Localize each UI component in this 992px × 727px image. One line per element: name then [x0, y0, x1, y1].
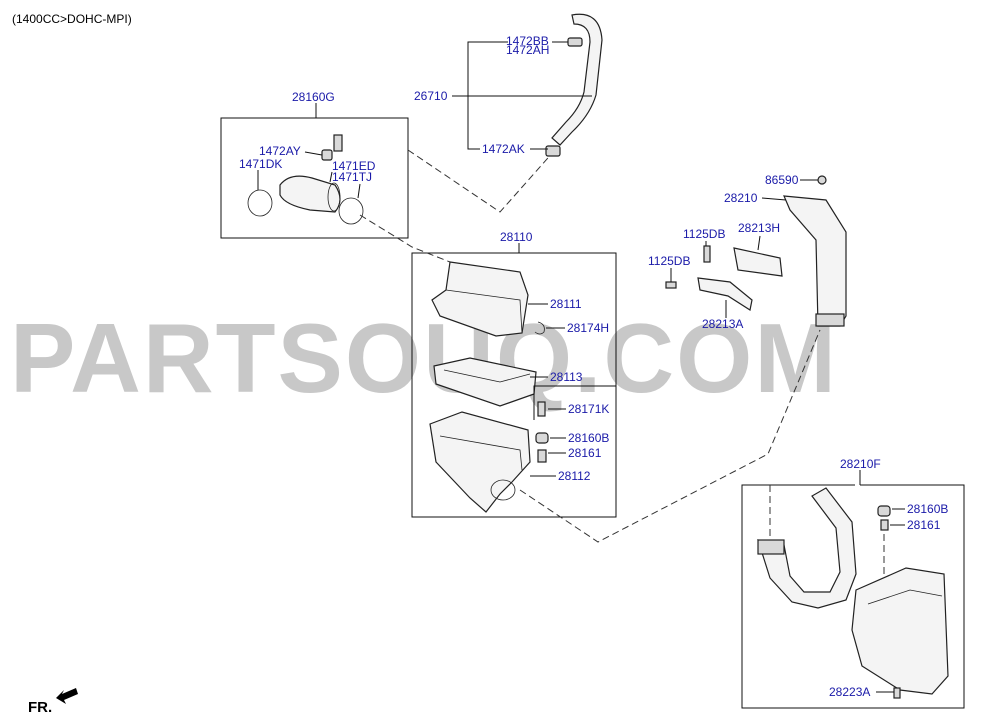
label-1472AK[interactable]: 1472AK [482, 142, 525, 156]
air-duct-28160G [279, 175, 341, 213]
front-arrow-icon [56, 688, 78, 704]
clip-1472BB [567, 37, 583, 47]
bolt-1125DB-b [665, 281, 677, 289]
leader-28210 [761, 197, 787, 201]
dash-hose-to-28160G [407, 149, 556, 213]
label-28213H[interactable]: 28213H [738, 221, 780, 235]
label-28210[interactable]: 28210 [724, 191, 758, 205]
screw-86590 [817, 175, 827, 185]
label-28112[interactable]: 28112 [558, 469, 591, 483]
body-outlet [490, 479, 516, 501]
leader-1471TJ [357, 183, 361, 199]
clip-28174H [534, 321, 545, 335]
label-28113[interactable]: 28113 [550, 370, 583, 384]
label-28174H[interactable]: 28174H [567, 321, 609, 335]
group-box-28110 [411, 252, 617, 518]
leader-28110-bracket [533, 385, 616, 420]
label-1125DB-a[interactable]: 1125DB [683, 227, 725, 241]
filter-pleats [443, 369, 531, 383]
breather-hose-26710 [551, 13, 603, 146]
dash-28110-to-28210F [519, 329, 821, 543]
label-28110[interactable]: 28110 [500, 230, 533, 244]
label-1471DK[interactable]: 1471DK [239, 157, 282, 171]
leader-1471ED [329, 171, 333, 183]
label-1471TJ[interactable]: 1471TJ [332, 170, 372, 184]
bolt-28171K [537, 401, 546, 417]
front-direction-label: FR. [28, 699, 52, 716]
grommet-28160B-b [877, 505, 891, 517]
label-86590[interactable]: 86590 [765, 173, 799, 187]
label-28161-b[interactable]: 28161 [907, 518, 941, 532]
grommet-1472AY [321, 149, 333, 161]
resonator-box [851, 567, 949, 695]
label-28161[interactable]: 28161 [568, 446, 602, 460]
resonator-ribs [867, 589, 943, 605]
clamp-1471DK [247, 189, 273, 217]
clip-1472AK [545, 145, 561, 157]
air-cleaner-body-28112 [429, 411, 531, 513]
label-28160B-b[interactable]: 28160B [907, 502, 948, 516]
body-ribs [439, 435, 523, 471]
collar-28161-b [880, 519, 889, 531]
air-cleaner-cover-28111 [431, 261, 529, 337]
leader-1472AY [304, 151, 323, 156]
label-1472BB[interactable]: 1472BB [506, 34, 549, 48]
label-26710[interactable]: 26710 [414, 89, 448, 103]
bolt-1472AY [333, 134, 343, 152]
label-28223A[interactable]: 28223A [829, 685, 870, 699]
duct-inlet [757, 539, 785, 555]
engine-spec: (1400CC>DOHC-MPI) [12, 12, 132, 26]
label-1472AH[interactable]: 1472AH [506, 43, 549, 57]
label-1471ED[interactable]: 1471ED [332, 159, 376, 173]
leader-28213H [757, 235, 761, 251]
watermark: PARTSOUQ.COM [10, 303, 838, 413]
grommet-28160B [535, 432, 549, 444]
label-28210F[interactable]: 28210F [840, 457, 881, 471]
duct-end-ring [327, 182, 341, 212]
cover-edge [445, 289, 523, 334]
label-28160G[interactable]: 28160G [292, 90, 335, 104]
label-1472AY[interactable]: 1472AY [259, 144, 301, 158]
collar-28161 [537, 449, 547, 463]
dash-28160G-to-28110 [359, 214, 451, 263]
label-28171K[interactable]: 28171K [568, 402, 609, 416]
bolt-1125DB-a [703, 245, 711, 263]
label-28160B[interactable]: 28160B [568, 431, 609, 445]
duct-hose-28210F [757, 487, 857, 609]
intake-mouth [815, 313, 845, 327]
label-1125DB-b[interactable]: 1125DB [648, 254, 690, 268]
clamp-1471TJ [338, 197, 364, 225]
label-28111[interactable]: 28111 [550, 297, 582, 311]
label-28213A[interactable]: 28213A [702, 317, 743, 331]
group-box-28210F [741, 484, 965, 709]
bracket-28213A [697, 277, 753, 311]
bracket-28213H [733, 247, 783, 277]
group-box-28160G [220, 117, 409, 239]
bolt-28223A [893, 687, 901, 699]
